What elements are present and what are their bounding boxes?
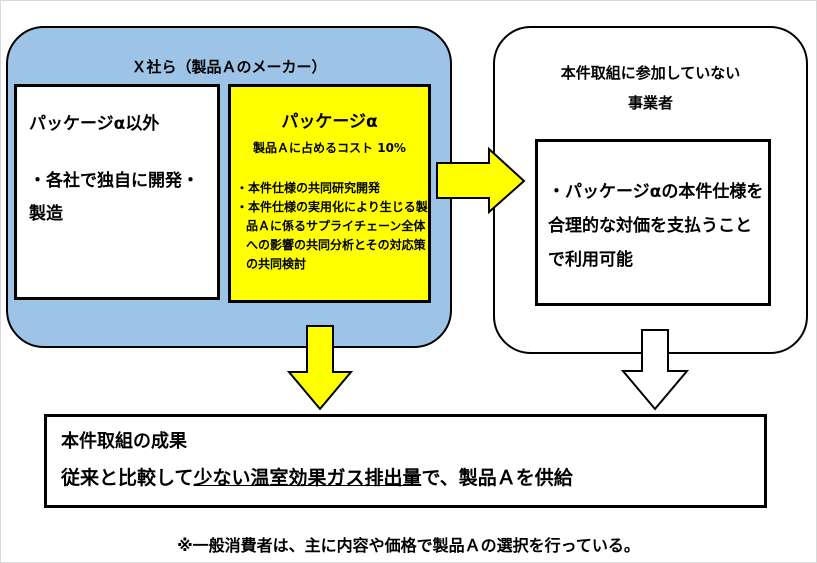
outcome-text-seg4: で、製品Ａを供給 xyxy=(421,467,573,489)
package-alpha-item: ・本件仕様の実用化により生じる製品Ａに係るサプライチェーン全体への影響の共同分析… xyxy=(236,200,428,271)
arrow-down-white-icon xyxy=(620,329,690,411)
outcome-text-underlined-seg3: 温室効果ガス排出量 xyxy=(250,467,422,489)
arrow-down-yellow-icon xyxy=(286,325,354,411)
outcome-text: 従来と比較して少ない温室効果ガス排出量で、製品Ａを供給 xyxy=(61,463,573,490)
non-participant-title-line1: 本件取組に参加していない xyxy=(560,64,741,82)
box-non-participant: ・パッケージαの本件仕様を合理的な対価を支払うことで利用可能 xyxy=(535,139,771,306)
box-other-title: パッケージα以外 xyxy=(29,114,160,134)
package-alpha-cost: 製品Ａに占めるコスト 10% xyxy=(253,141,406,155)
outcome-text-underlined-seg2: 少ない xyxy=(193,467,251,489)
outcome-box: 本件取組の成果 従来と比較して少ない温室効果ガス排出量で、製品Ａを供給 xyxy=(44,414,767,508)
company-x-group-title: Ｘ社ら（製品Ａのメーカー） xyxy=(131,58,327,76)
arrow-right-icon xyxy=(436,146,526,215)
outcome-title: 本件取組の成果 xyxy=(61,431,187,452)
box-other-body: ・各社で独自に開発・製造 xyxy=(29,171,199,224)
package-alpha-item: ・本件仕様の共同研究開発 xyxy=(236,181,381,195)
non-participant-title-line2: 事業者 xyxy=(627,94,673,112)
box-non-participant-body: ・パッケージαの本件仕様を合理的な対価を支払うことで利用可能 xyxy=(548,182,764,270)
package-alpha-title: パッケージα xyxy=(281,112,378,132)
outcome-text-seg1: 従来と比較して xyxy=(61,467,194,489)
box-other-than-package: パッケージα以外 ・各社で独自に開発・製造 xyxy=(14,84,220,300)
footnote: ※一般消費者は、主に内容や価格で製品Ａの選択を行っている。 xyxy=(177,536,640,555)
non-participant-group-title: 本件取組に参加していない 事業者 xyxy=(493,58,808,118)
package-alpha-items: ・本件仕様の共同研究開発 ・本件仕様の実用化により生じる製品Ａに係るサプライチェ… xyxy=(236,179,428,274)
box-package-alpha: パッケージα 製品Ａに占めるコスト 10% ・本件仕様の共同研究開発 ・本件仕様… xyxy=(228,84,431,303)
